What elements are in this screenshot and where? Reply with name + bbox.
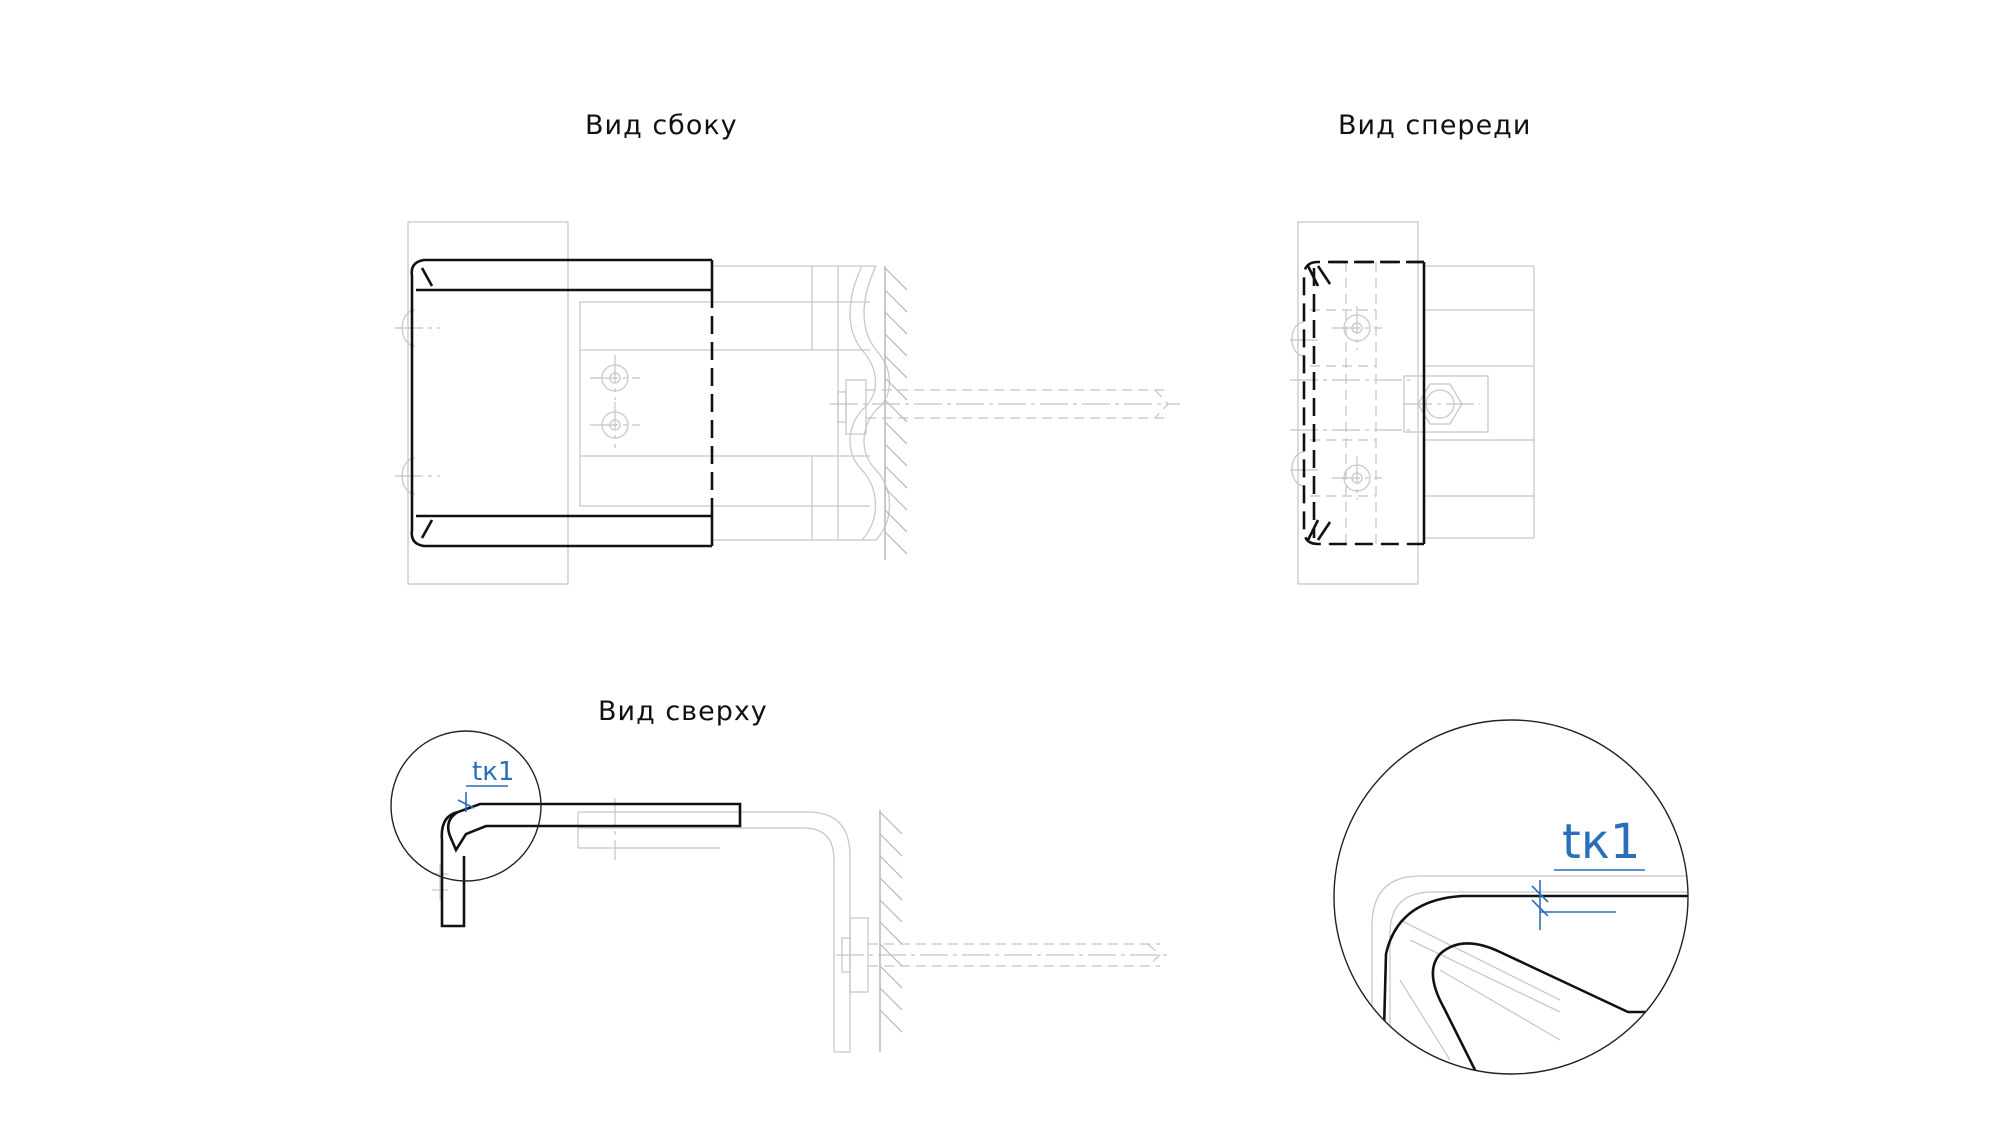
hatch-line xyxy=(879,833,903,857)
hatch-line xyxy=(884,531,908,555)
detail-dimension-label: tк1 xyxy=(1562,814,1640,870)
front-view xyxy=(1290,221,1535,585)
front-bolt-upper xyxy=(1332,306,1382,350)
side-rail-bracket xyxy=(579,265,891,541)
front-bolt-lower xyxy=(1332,456,1382,500)
hatch-line xyxy=(884,355,908,379)
hatch-line xyxy=(879,877,903,901)
side-anchor xyxy=(830,389,1180,419)
detail-dimension-tk1: tк1 xyxy=(1531,814,1645,930)
top-left-detail xyxy=(432,864,448,900)
hatch-line xyxy=(879,921,903,945)
side-wall-hatch xyxy=(884,267,908,555)
hatch-line xyxy=(879,899,903,923)
side-view-title: Вид сбоку xyxy=(585,110,738,141)
hatch-line xyxy=(879,855,903,879)
top-dimension-label: tк1 xyxy=(472,757,514,787)
front-nut xyxy=(1404,383,1480,425)
front-main-profile[interactable] xyxy=(1302,260,1426,546)
hatch-line xyxy=(884,333,908,357)
front-inner-hidden xyxy=(1290,262,1410,544)
hatch-line xyxy=(884,509,908,533)
detail-circle xyxy=(1333,719,1689,1075)
top-anchor xyxy=(836,943,1172,967)
hatch-line xyxy=(884,399,908,423)
hatch-line xyxy=(884,421,908,445)
front-view-title: Вид спереди xyxy=(1338,110,1531,141)
detail-callout-circle xyxy=(390,730,542,882)
hatch-line xyxy=(884,443,908,467)
side-profile-outline xyxy=(407,221,569,585)
side-left-bumps xyxy=(395,309,440,495)
top-view-title: Вид сверху xyxy=(598,696,768,727)
hatch-line xyxy=(879,987,903,1011)
hatch-line xyxy=(879,1009,903,1033)
side-main-profile[interactable] xyxy=(410,258,714,548)
front-profile-outline xyxy=(1297,221,1419,585)
hatch-line xyxy=(879,965,903,989)
top-wall-hatch xyxy=(879,811,903,1033)
detail-enlargement: tк1 xyxy=(1333,719,1689,1075)
front-rail xyxy=(1403,265,1535,539)
top-dimension-tk1: tк1 xyxy=(457,757,514,812)
hatch-line xyxy=(884,377,908,401)
top-main-profile[interactable] xyxy=(440,802,742,928)
hatch-line xyxy=(884,311,908,335)
front-left-bumps xyxy=(1290,321,1320,487)
hatch-line xyxy=(884,465,908,489)
top-view: tк1 xyxy=(390,730,1172,1053)
side-bolt-lower xyxy=(590,402,640,448)
hatch-line xyxy=(884,487,908,511)
side-bolt-upper xyxy=(590,355,640,400)
hatch-line xyxy=(884,289,908,313)
hatch-line xyxy=(884,267,908,291)
side-view xyxy=(395,221,1180,585)
hatch-line xyxy=(879,811,903,835)
top-bracket-light xyxy=(577,798,869,1053)
